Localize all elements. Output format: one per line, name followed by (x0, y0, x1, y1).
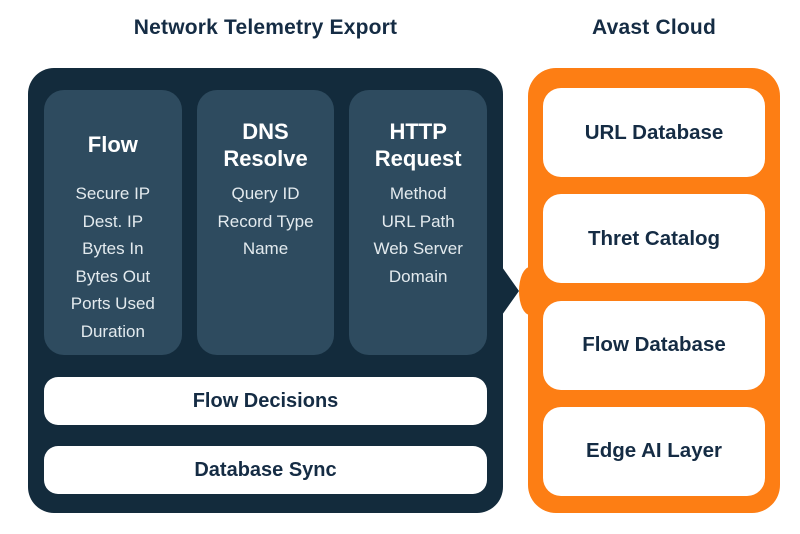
left-panel-title: Network Telemetry Export (133, 16, 398, 39)
flow-card-items: Secure IP Dest. IP Bytes In Bytes Out Po… (52, 180, 174, 345)
threat-catalog-card: Thret Catalog (543, 194, 765, 284)
database-sync-bar: Database Sync (44, 446, 487, 494)
flow-card: Flow Secure IP Dest. IP Bytes In Bytes O… (44, 90, 182, 355)
field-item: URL Path (381, 211, 455, 231)
connector-arrow-icon (502, 267, 519, 315)
field-item: Web Server Domain (373, 239, 463, 286)
field-item: Query ID (231, 184, 300, 203)
right-panel-title: Avast Cloud (592, 16, 716, 39)
http-request-card-title: HTTP Request (374, 118, 462, 172)
connector-notch (519, 267, 541, 315)
url-database-card: URL Database (543, 88, 765, 177)
telemetry-export-panel: Flow Secure IP Dest. IP Bytes In Bytes O… (28, 68, 519, 513)
flow-database-card: Flow Database (543, 300, 765, 390)
field-item: Method (389, 184, 447, 203)
field-item: Name (242, 239, 289, 258)
field-item: Secure IP (75, 184, 151, 203)
http-request-card: HTTP Request Method URL Path Web Server … (349, 90, 488, 355)
dns-resolve-card-title: DNS Resolve (223, 118, 308, 172)
field-item: Record Type (217, 211, 314, 231)
dns-resolve-card-items: Query ID Record Type Name (205, 180, 327, 263)
edge-ai-layer-card: Edge AI Layer (543, 406, 765, 496)
flow-card-title: Flow (87, 132, 138, 158)
field-item: Dest. IP (82, 211, 144, 231)
flow-decisions-bar: Flow Decisions (44, 377, 487, 425)
dns-resolve-card: DNS Resolve Query ID Record Type Name (196, 90, 335, 355)
field-item: Duration (80, 321, 145, 341)
field-item: Ports Used (70, 294, 155, 313)
telemetry-cards-row: Flow Secure IP Dest. IP Bytes In Bytes O… (44, 90, 488, 355)
http-request-card-items: Method URL Path Web Server Domain (357, 180, 479, 290)
field-item: Bytes In (82, 239, 144, 258)
avast-cloud-panel: URL Database Thret Catalog Flow Database… (519, 68, 780, 513)
field-item: Bytes Out (75, 266, 151, 286)
